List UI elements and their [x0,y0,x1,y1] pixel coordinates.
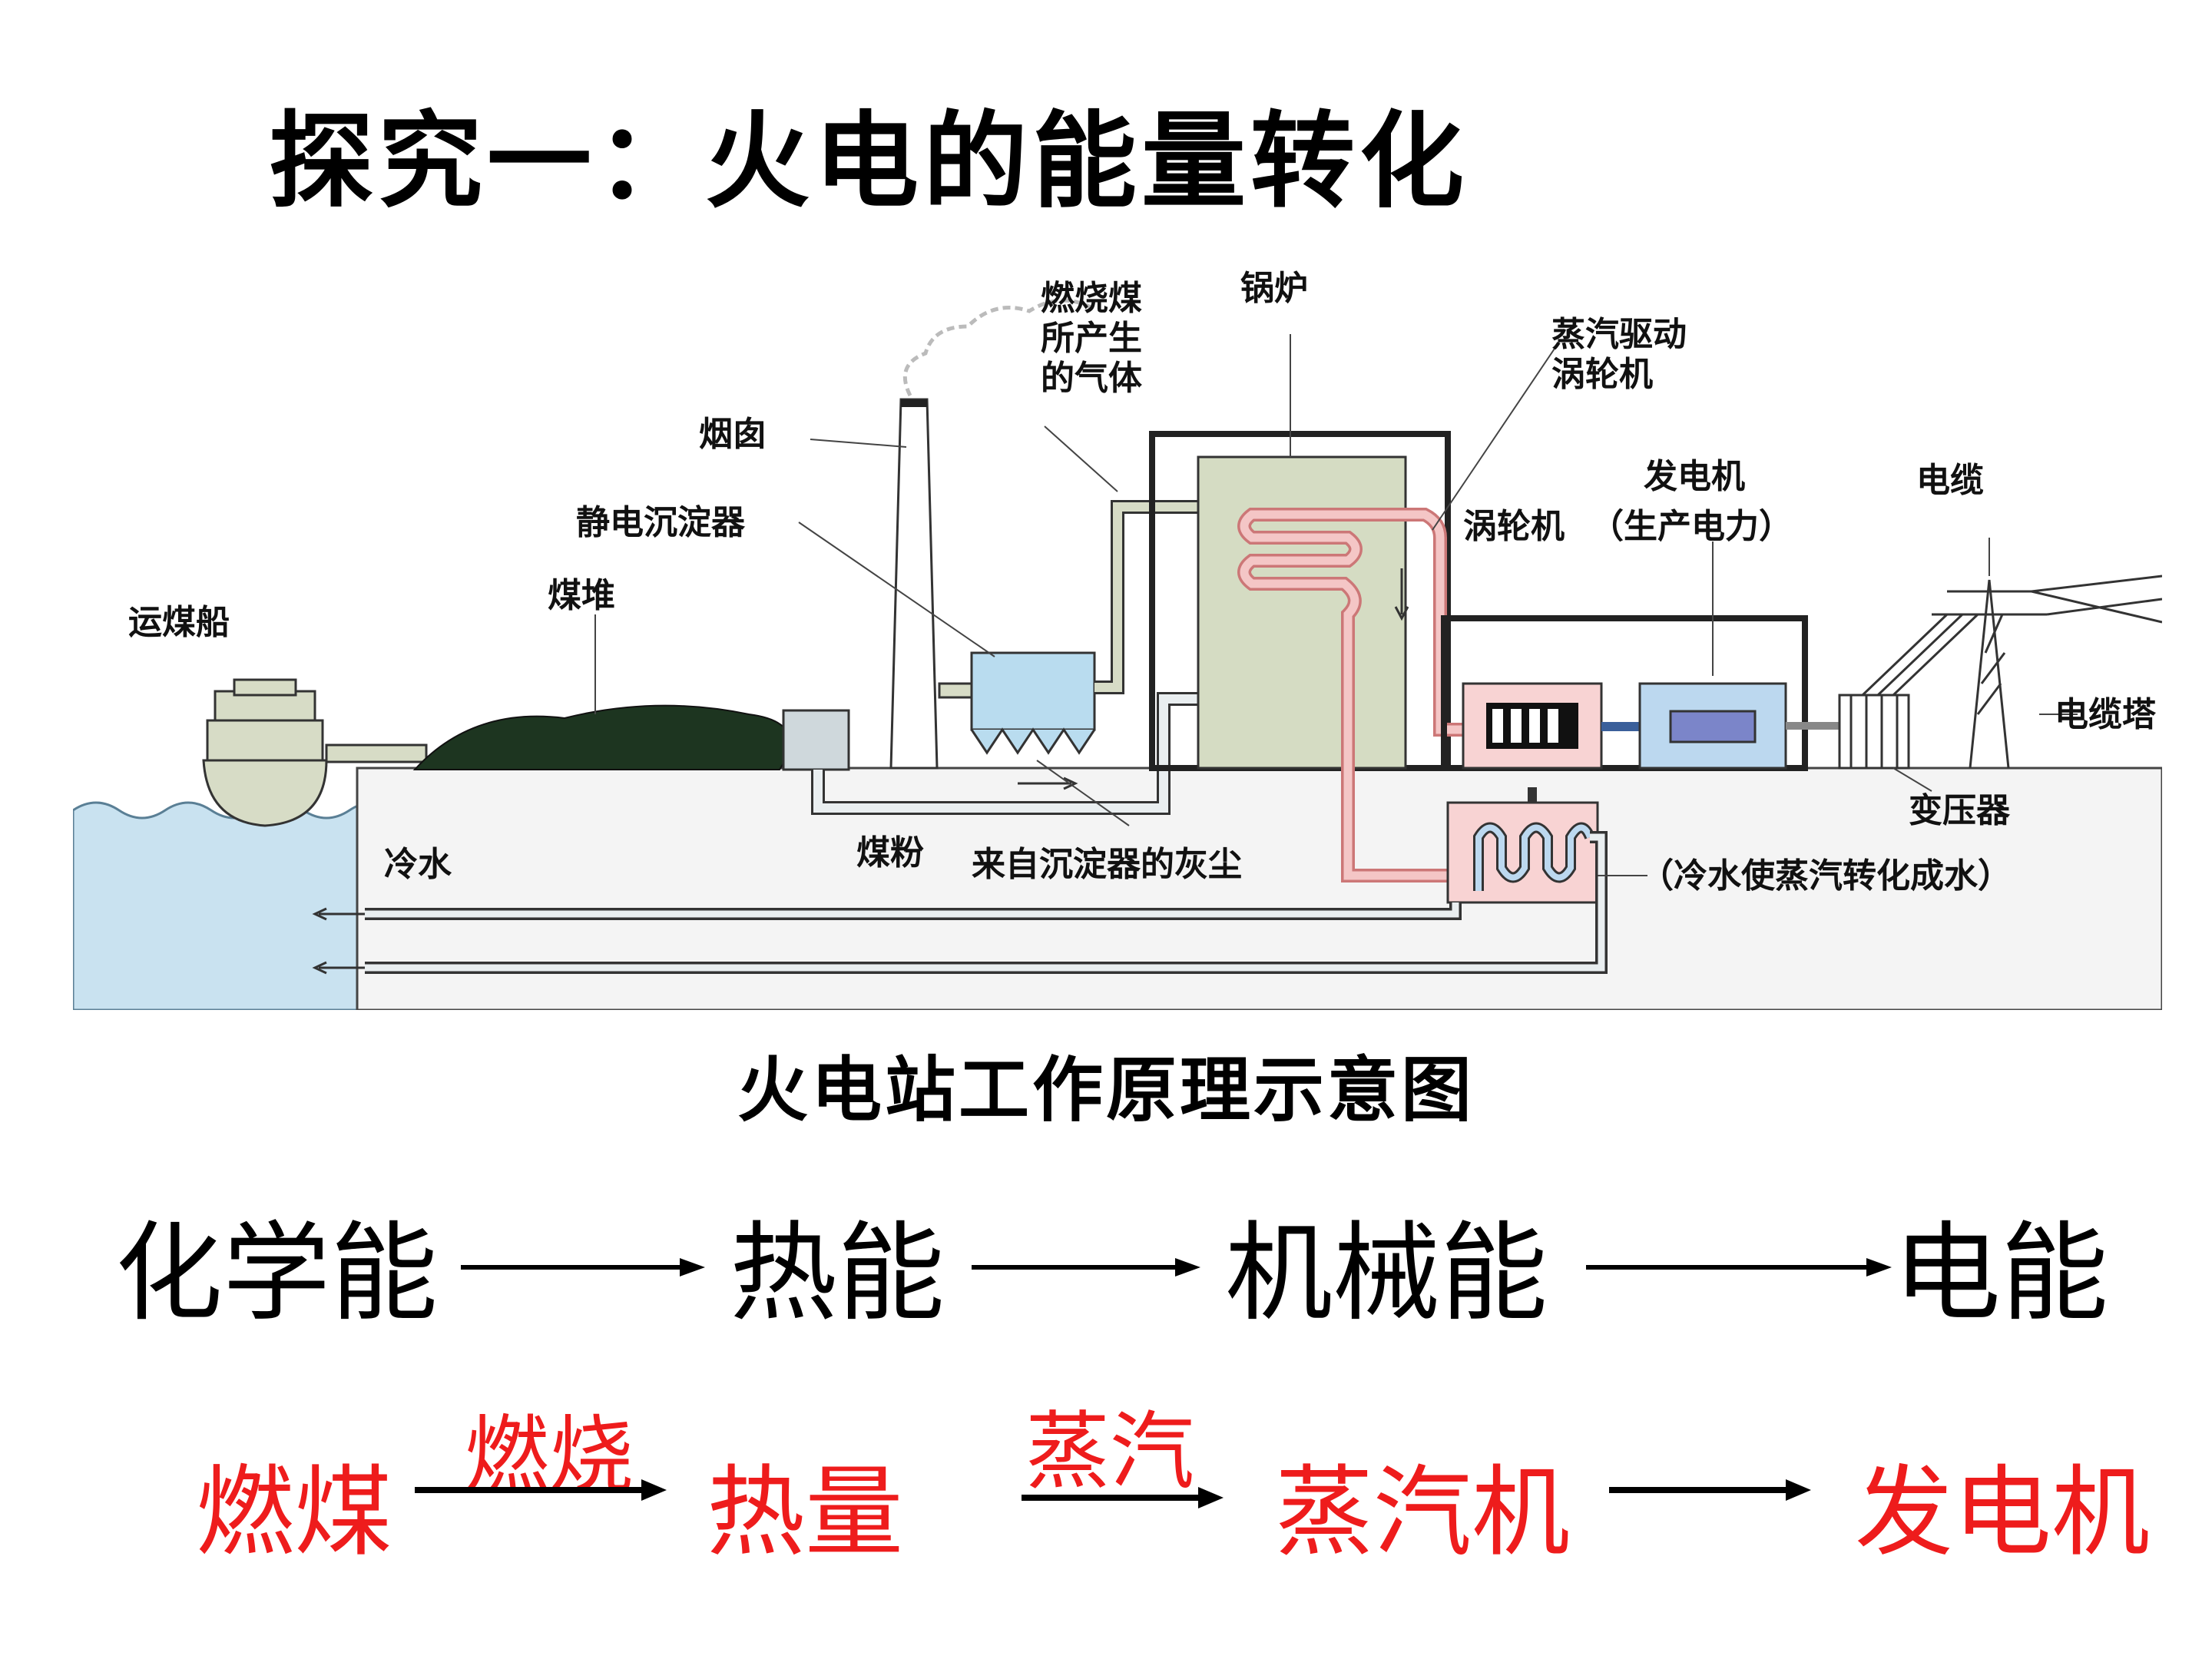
power-plant-diagram: 运煤船 煤堆 静电沉淀器 烟囱 燃烧煤 所产生 的气体 锅炉 蒸汽驱动 涡轮机 … [73,269,2162,1010]
label-condenser-note: （冷水使蒸汽转化成水） [1640,856,2012,896]
diagram-caption: 火电站工作原理示意图 [737,1049,1475,1131]
label-cable-tower: 电缆塔 [2055,695,2157,734]
turbine-frame [1441,615,1808,771]
page-title: 探究一：火电的能量转化 [269,101,1469,223]
boiler-icon [1197,455,1407,770]
condenser-icon [1446,787,1599,904]
label-coal-pile: 煤堆 [548,576,615,615]
flue-pipe [1094,500,1202,694]
label-cold-water: 冷水 [384,845,452,884]
label-cable: 电缆 [1916,461,1984,500]
energy-chemical: 化学能 [115,1211,439,1336]
label-precipitator: 静电沉淀器 [576,503,746,542]
device-generator: 发电机 [1855,1455,2151,1570]
label-ash: 来自沉淀器的灰尘 [972,845,1242,884]
arrow-icon [1586,1258,1892,1277]
energy-mechanical: 机械能 [1225,1211,1548,1336]
label-coal-ship: 运煤船 [128,603,230,642]
turbine-icon [1462,682,1603,770]
device-coal: 燃煤 [196,1455,393,1570]
conveyor [325,743,428,763]
label-transformer: 变压器 [1909,791,2011,830]
shaft [1601,722,1647,731]
label-turbine: 涡轮机 [1463,507,1565,546]
label-steam-drive-2: 涡轮机 [1551,355,1653,394]
energy-electric: 电能 [1893,1211,2109,1336]
label-generator: 发电机 [1644,457,1745,496]
label-steam-drive-1: 蒸汽驱动 [1551,315,1687,354]
arrow-icon [415,1479,667,1501]
label-flue-gas-2: 所产生 [1041,319,1142,358]
label-boiler: 锅炉 [1240,269,1308,308]
label-flue-gas-1: 燃烧煤 [1041,279,1142,318]
label-flue-gas-3: 的气体 [1041,359,1142,398]
arrow-label-steam: 蒸汽 [1025,1402,1194,1501]
arrow-icon [461,1258,705,1277]
generator-icon [1638,682,1787,770]
chimney-icon [889,298,1092,770]
water [73,801,399,1010]
cable-tower-icon [1861,575,2162,769]
coal-mill [782,709,850,771]
label-coal-powder: 煤粉 [856,833,924,873]
arrow-icon [972,1258,1200,1277]
arrow-icon [1022,1487,1224,1508]
label-chimney: 烟囱 [699,415,767,454]
energy-thermal: 热能 [730,1211,945,1336]
precipitator-icon [938,651,1096,755]
coal-pile-icon [412,704,791,770]
label-generator-note: （生产电力） [1590,507,1793,546]
coal-ship-icon [202,678,328,827]
transformer-icon [1838,694,1910,770]
device-steam-engine: 蒸汽机 [1275,1455,1571,1570]
arrow-icon [1609,1479,1811,1501]
device-heat: 热量 [707,1455,904,1570]
